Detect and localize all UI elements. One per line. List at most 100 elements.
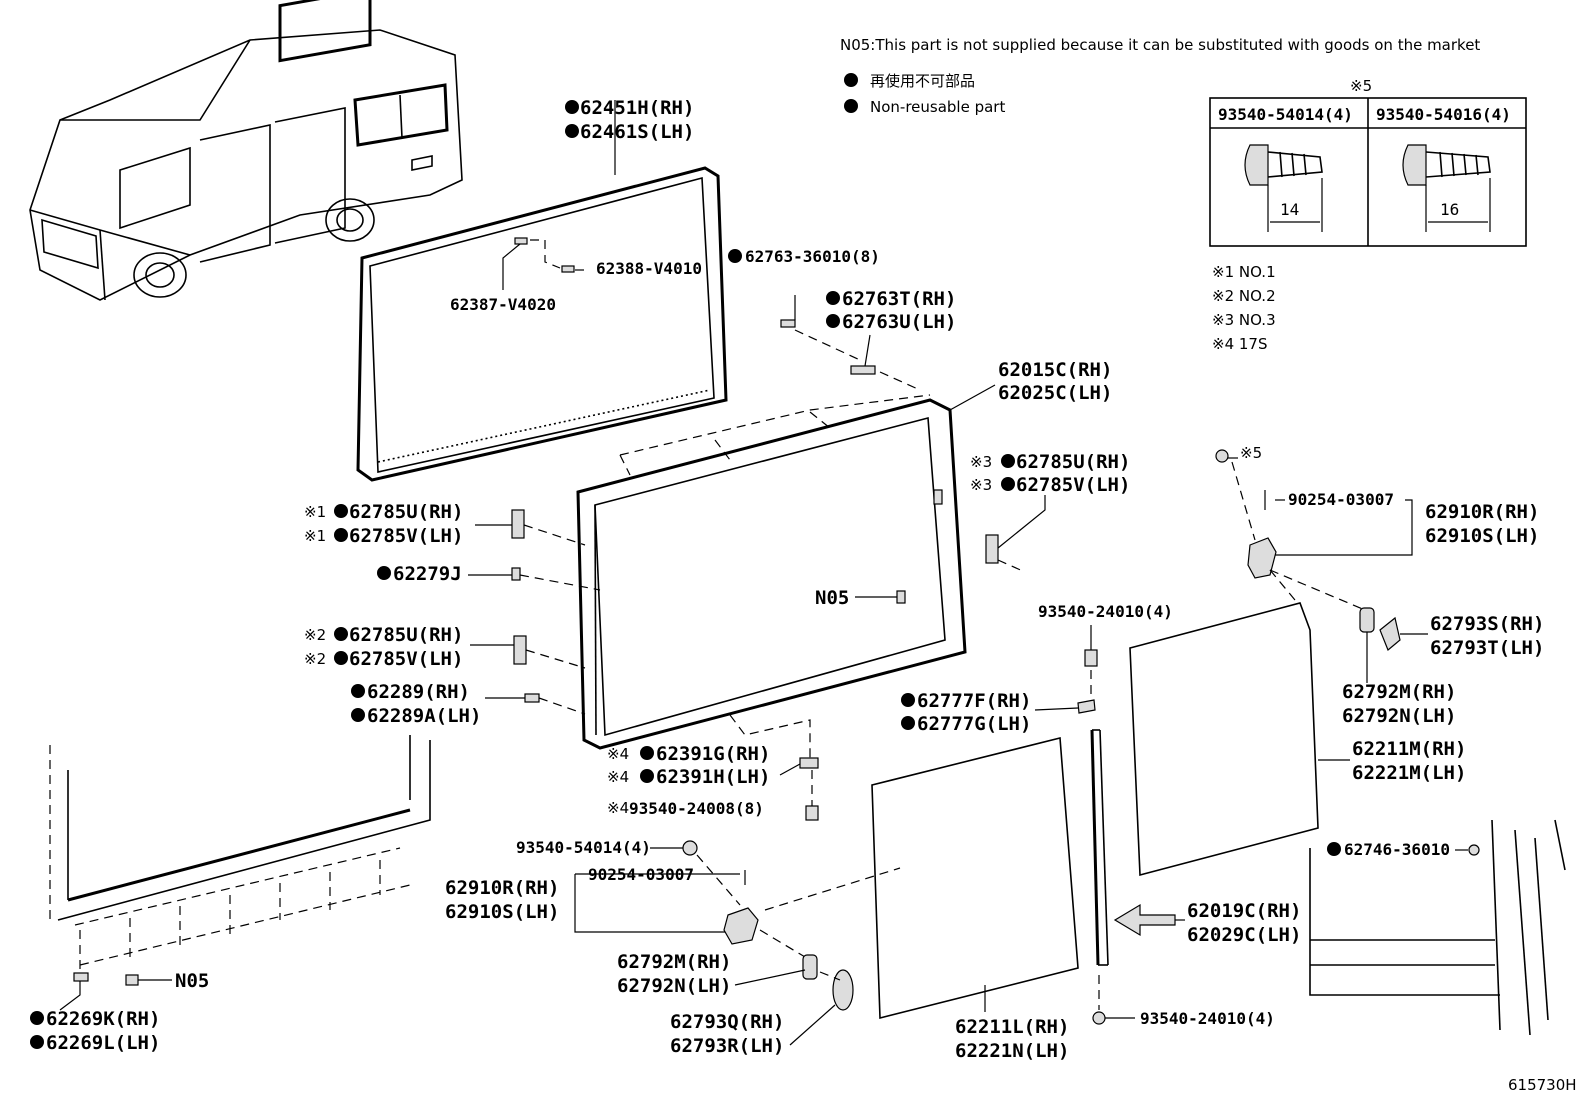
table-col2: 93540-54016(4)	[1376, 105, 1511, 124]
cap-62793-upper	[1379, 616, 1401, 651]
mark-1: ※1 NO.1	[1212, 263, 1276, 281]
stopper-62785-3	[985, 534, 999, 564]
callout-62269-rh: 62269K(RH)	[46, 1008, 160, 1030]
callout-62785-3-rh: 62785U(RH)	[1016, 451, 1130, 473]
callout-62785-1-lh: 62785V(LH)	[349, 525, 463, 547]
clip-62763-36010	[780, 319, 796, 328]
bullet-icon	[334, 528, 348, 542]
guide-62391	[799, 757, 819, 769]
callout-62793-lower-rh: 62793Q(RH)	[670, 1011, 784, 1033]
bullet-icon	[640, 769, 654, 783]
callout-90254-lower: 90254-03007	[588, 865, 694, 884]
callout-ref5-small: ※5	[1240, 444, 1262, 462]
table-col1: 93540-54014(4)	[1218, 105, 1353, 124]
clip-62746	[1468, 844, 1480, 856]
plate-62792-upper	[1359, 607, 1375, 633]
clip-n05-low	[125, 974, 139, 986]
callout-62746: 62746-36010	[1344, 840, 1450, 859]
bullet-icon	[334, 627, 348, 641]
note-n05: N05:This part is not supplied because it…	[840, 36, 1480, 54]
bullet-icon	[30, 1011, 44, 1025]
callout-62015-lh: 62025C(LH)	[998, 382, 1112, 404]
bullet-icon	[351, 684, 365, 698]
bullet-icon	[1001, 477, 1015, 491]
door-edge-detail	[1309, 819, 1566, 1036]
callout-62015-rh: 62015C(RH)	[998, 359, 1112, 381]
bullet-icon	[901, 693, 915, 707]
mark-3: ※3 NO.3	[1212, 311, 1276, 329]
callout-62451-lh: 62461S(LH)	[580, 121, 694, 143]
callout-93540-24008: 93540-24008(8)	[629, 799, 764, 818]
glass-62211M	[1129, 602, 1350, 877]
legend-en: Non-reusable part	[870, 98, 1005, 116]
bullet-icon	[728, 249, 742, 263]
mark-ref1: ※1	[304, 527, 326, 545]
callout-62451-rh: 62451H(RH)	[580, 97, 694, 119]
callout-62785-3-lh: 62785V(LH)	[1016, 474, 1130, 496]
callout-62211l-lh: 62221N(LH)	[955, 1040, 1069, 1062]
clip-62269	[73, 972, 89, 982]
bullet-icon	[565, 124, 579, 138]
mark-ref3: ※3	[970, 476, 992, 494]
mark-4: ※4 17S	[1212, 335, 1268, 353]
callout-62388: 62388-V4010	[596, 259, 702, 278]
callout-62763-36010: 62763-36010(8)	[745, 247, 880, 266]
glass-62211L	[871, 736, 1079, 1020]
callout-93540-24010-top: 93540-24010(4)	[1038, 602, 1173, 621]
callout-62211m-rh: 62211M(RH)	[1352, 738, 1466, 760]
callout-n05-mid: N05	[815, 587, 849, 609]
bullet-icon	[640, 746, 654, 760]
bullet-icon	[334, 651, 348, 665]
latch-62910-upper	[1247, 537, 1277, 579]
table-len1: 14	[1280, 200, 1299, 219]
mark-ref4: ※4	[607, 799, 629, 817]
clip-62289	[524, 693, 540, 703]
mark-ref2: ※2	[304, 626, 326, 644]
bullet-icon	[844, 73, 858, 87]
callout-62777-rh: 62777F(RH)	[917, 690, 1031, 712]
window-frame-62015	[576, 384, 996, 750]
screw-table	[1209, 97, 1527, 247]
callout-62792-lower-lh: 62792N(LH)	[617, 975, 731, 997]
callout-62785-2-rh: 62785U(RH)	[349, 624, 463, 646]
diagram-id: 615730H	[1508, 1076, 1577, 1094]
callout-90254-upper: 90254-03007	[1288, 490, 1394, 509]
screw-93540-24008	[805, 805, 819, 821]
callout-62792-upper-rh: 62792M(RH)	[1342, 681, 1456, 703]
callout-62279: 62279J	[393, 563, 462, 585]
bullet-icon	[1327, 842, 1341, 856]
weatherstrip-62451	[356, 100, 728, 482]
callout-62763t-lh: 62763U(LH)	[842, 311, 956, 333]
callout-62793-upper-rh: 62793S(RH)	[1430, 613, 1544, 635]
clip-62387	[514, 237, 528, 245]
mark-ref3: ※3	[970, 453, 992, 471]
frame-clip	[933, 489, 943, 505]
callout-62910-lower-lh: 62910S(LH)	[445, 901, 559, 923]
bullet-icon	[377, 566, 391, 580]
clip-62279J	[511, 567, 521, 581]
mark-ref1: ※1	[304, 503, 326, 521]
callout-62910-upper-rh: 62910R(RH)	[1425, 501, 1539, 523]
legend-ja: 再使用不可部品	[870, 72, 975, 90]
body-lower-panel	[49, 735, 431, 970]
screw-93540-24010-bot	[1092, 1011, 1106, 1025]
callout-62289-lh: 62289A(LH)	[367, 705, 481, 727]
mark-ref2: ※2	[304, 650, 326, 668]
van-illustration	[29, 0, 463, 301]
callout-62391-lh: 62391H(LH)	[656, 766, 770, 788]
callout-62211m-lh: 62221M(LH)	[1352, 762, 1466, 784]
callout-62019-rh: 62019C(RH)	[1187, 900, 1301, 922]
latch-62910-lower	[723, 907, 759, 945]
bullet-icon	[565, 100, 579, 114]
bullet-icon	[826, 314, 840, 328]
stopper-62785-2	[513, 635, 527, 665]
mark-2: ※2 NO.2	[1212, 287, 1276, 305]
callout-62269-lh: 62269L(LH)	[46, 1032, 160, 1054]
callout-62763t-rh: 62763T(RH)	[842, 288, 956, 310]
clip-62777	[1077, 699, 1096, 714]
callout-62910-upper-lh: 62910S(LH)	[1425, 525, 1539, 547]
table-len2: 16	[1440, 200, 1459, 219]
bullet-icon	[334, 504, 348, 518]
